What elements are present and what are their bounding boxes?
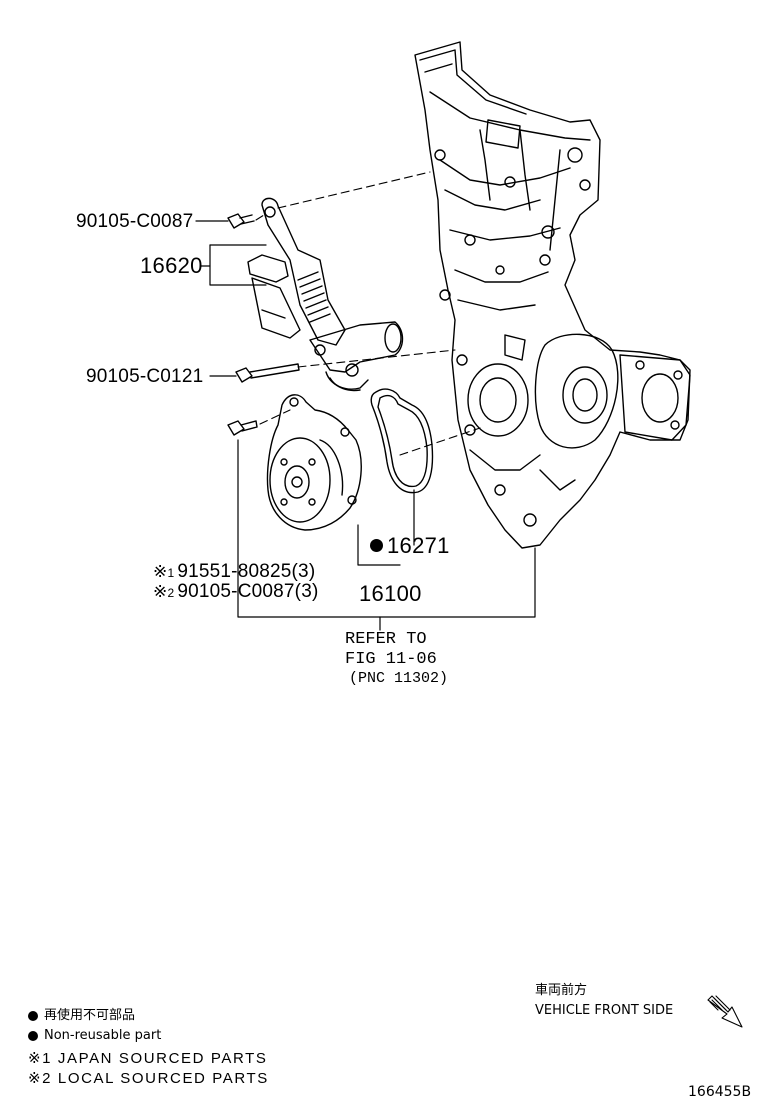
- callout-gasket-number: 16271: [387, 533, 450, 558]
- non-reusable-dot-icon: [370, 538, 383, 552]
- legend-note-1: ※1 JAPAN SOURCED PARTS: [28, 1050, 268, 1067]
- callout-bolt-top: 90105-C0087: [76, 211, 194, 232]
- local-mark-number: 2: [167, 586, 175, 600]
- bullet-dot-icon: [28, 1030, 38, 1041]
- reference-line-3: (PNC 11302): [349, 670, 449, 687]
- legend-nonreuse-en: Non-reusable part: [28, 1029, 161, 1042]
- japan-mark-number: 1: [167, 566, 175, 580]
- callout-gasket: 16271: [370, 535, 450, 557]
- vehicle-front-label-en: VEHICLE FRONT SIDE: [535, 1003, 674, 1018]
- pump-bolt-1-number: 91551-80825(3): [177, 561, 316, 582]
- reference-line-1: REFER TO: [345, 630, 427, 649]
- gasket-drawing: [370, 388, 434, 494]
- alignment-lines: [255, 171, 481, 456]
- timing-chain-cover-drawing: [414, 41, 691, 549]
- vehicle-front-label-jp: 車両前方: [535, 983, 588, 998]
- callout-pump: 16100: [359, 581, 422, 606]
- bolt-drawings: [227, 213, 300, 436]
- leader-lines: [195, 220, 536, 631]
- callout-tensioner: 16620: [140, 253, 203, 278]
- figure-id: 166455B: [688, 1084, 752, 1100]
- legend-nonreuse-jp: 再使用不可部品: [28, 1009, 135, 1022]
- pump-bolt-2-number: 90105-C0087(3): [177, 581, 319, 602]
- local-mark: ※: [153, 582, 168, 601]
- legend-note-2: ※2 LOCAL SOURCED PARTS: [28, 1070, 269, 1087]
- chain-tensioner-drawing: [247, 197, 404, 392]
- bullet-dot-icon: [28, 1010, 38, 1021]
- legend-nonreuse-jp-text: 再使用不可部品: [44, 1008, 136, 1023]
- callout-bolt-long: 90105-C0121: [86, 366, 204, 387]
- japan-mark: ※: [153, 562, 168, 581]
- water-pump-drawing: [266, 394, 362, 531]
- vehicle-front-arrow-icon: [707, 995, 743, 1028]
- legend-nonreuse-en-text: Non-reusable part: [44, 1028, 162, 1043]
- reference-line-2: FIG 11-06: [345, 650, 437, 669]
